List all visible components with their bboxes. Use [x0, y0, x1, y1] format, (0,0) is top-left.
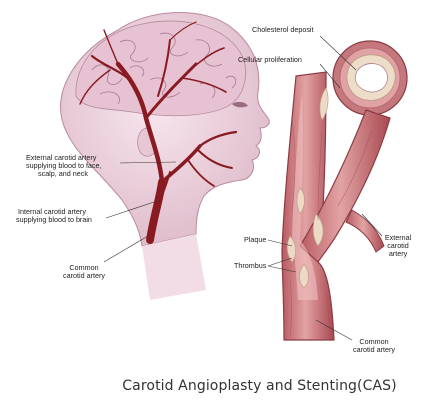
neck — [142, 234, 206, 300]
svg-text:carotid artery: carotid artery — [353, 345, 395, 354]
svg-text:Cholesterol deposit: Cholesterol deposit — [252, 25, 314, 34]
artery-cross-section — [333, 41, 407, 115]
caption-text: Carotid Angioplasty and Stenting(CAS) — [122, 378, 396, 394]
artery-longitudinal — [282, 72, 390, 340]
svg-text:Cellular proliferation: Cellular proliferation — [238, 55, 302, 64]
figure-caption: Carotid Angioplasty and Stenting(CAS) — [0, 378, 427, 394]
svg-text:scalp, and neck: scalp, and neck — [38, 169, 88, 178]
svg-text:artery: artery — [389, 249, 408, 258]
external-branch-right — [346, 210, 384, 252]
svg-text:Plaque: Plaque — [244, 235, 266, 244]
svg-text:Thrombus: Thrombus — [234, 261, 267, 270]
svg-text:supplying blood to brain: supplying blood to brain — [16, 215, 92, 224]
label-common-carotid-left: Common carotid artery — [63, 236, 148, 280]
cross-section-lumen — [355, 63, 387, 92]
svg-text:carotid artery: carotid artery — [63, 271, 105, 280]
